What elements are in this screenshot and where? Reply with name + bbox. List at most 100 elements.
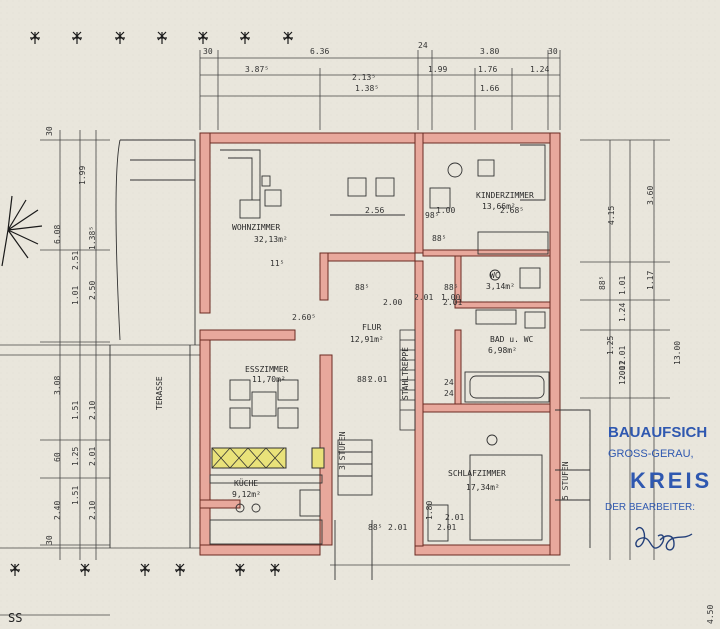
inner-13: 24 [444,389,454,398]
room-flur-area: 12,91m² [350,335,384,344]
inner-12: 24 [444,378,454,387]
top_row1-3: 3.80 [480,47,499,56]
inner-0: 2.56 [365,206,384,215]
left-14: 2.40 [53,501,62,520]
left-13: 1.51 [71,486,80,505]
left-5: 1.01 [71,286,80,305]
left-0: 30 [45,126,54,136]
left-8: 1.51 [71,401,80,420]
inner-17: 2.01 [388,523,407,532]
room-wc-area: 3,14m² [486,282,515,291]
inner-10: 88⁵ [357,375,371,384]
kitchen-counter [211,447,325,469]
top_row2-3: 1.76 [478,65,497,74]
room-flur-name: FLUR [362,323,381,332]
stamp-line2: GROSS-GERAU, [608,448,694,460]
room-terasse-name: TERASSE [155,376,164,410]
inner-4: 2.60⁵ [292,313,316,322]
stair-label: STAHLTREPPE [401,347,410,400]
right_misc-2: 1.80 [425,501,434,520]
inner-20: 2.01 [437,523,456,532]
right-1: 3.60 [646,186,655,205]
right-4: 1.17 [646,271,655,290]
inner-5: 88⁵ [355,283,369,292]
left-10: 60 [53,452,62,462]
right-8: 2.01 [618,346,627,365]
right_misc-3: 4.50 [706,605,715,624]
dims-right-misc: 3 STUFEN 5 STUFEN 1.80 4.50 [338,431,715,624]
top_row2-4: 1.24 [530,65,549,74]
signature [635,526,693,551]
right_misc-1: 5 STUFEN [561,461,570,500]
room-esszimmer-area: 11,70m² [252,375,286,384]
top_row1-0: 30 [203,47,213,56]
room-kinderzimmer-name: KINDERZIMMER [476,191,534,200]
right-7: 1.25 [606,336,615,355]
inner-16: 88⁵ [368,523,382,532]
dimension-lines [0,50,670,616]
top_row2-2: 1.99 [428,65,447,74]
inner-1: 1.00 [436,206,455,215]
inner-14: 11⁵ [270,259,284,268]
room-bad-name: BAD u. WC [490,335,534,344]
room-schlafzimmer-name: SCHLAFZIMMER [448,469,506,478]
right-10: 2.01 [618,361,627,380]
left-11: 1.25 [71,447,80,466]
right-6: 13.00 [673,341,682,365]
room-kueche-name: KÜCHE [234,478,258,488]
right_misc-0: 3 STUFEN [338,431,347,470]
room-bad-area: 6,98m² [488,346,517,355]
left-4: 1.38⁵ [88,226,97,250]
room-schlafzimmer-area: 17,34m² [466,483,500,492]
inner-6: 2.00 [383,298,402,307]
inner-2: 2.68⁵ [500,206,524,215]
inner-11: 2.01 [368,375,387,384]
top_row2-0: 3.87⁵ [245,65,269,74]
top_row1-1: 6.36 [310,47,329,56]
stamp-line3: KREIS [630,468,712,493]
dims-top-row3: 1.38⁵ 1.66 [355,84,499,93]
inner-7: 2.01 [414,293,433,302]
room-esszimmer-name: ESSZIMMER [245,365,289,374]
left-9: 2.10 [88,401,97,420]
inner-8: 88⁵ [444,283,458,292]
dims-top-row2: 3.87⁵ 2.13⁵ 1.99 1.76 1.24 [245,65,549,82]
left-6: 2.50 [88,281,97,300]
room-wc-name: WC [490,271,500,280]
left-2: 6.08 [53,225,62,244]
furniture [109,139,591,580]
bottom-left-label: SS [8,611,22,625]
top_row1-2: 24 [418,41,428,50]
inner-9: 2.01 [443,298,462,307]
stamp-line1: BAUAUFSICH [608,424,707,441]
right-3: 1.01 [618,276,627,295]
left-1: 1.99 [78,166,87,185]
top_row3-1: 1.66 [480,84,499,93]
top_row3-0: 1.38⁵ [355,84,379,93]
stamp-line4: DER BEARBEITER: [605,502,695,513]
room-kinderzimmer-area: 13,66m² [482,202,516,211]
inner-3: 88⁵ [432,234,446,243]
right-2: 88⁵ [598,276,607,290]
left-16: 30 [45,535,54,545]
right-5: 1.24 [618,303,627,322]
inner-19: 1.00 [441,293,460,302]
left-12: 2.01 [88,447,97,466]
authority-stamp: BAUAUFSICH GROSS-GERAU, KREIS DER BEARBE… [605,424,712,551]
left-3: 2.51 [71,251,80,270]
room-wohnzimmer-area: 32,13m² [254,235,288,244]
inner-15: 98⁵ [425,211,439,220]
room-kueche-area: 9,12m² [232,490,261,499]
inner-18: 2.01 [445,513,464,522]
stair [399,329,416,431]
top_row2-1: 2.13⁵ [352,73,376,82]
landscape-symbols [1,31,293,576]
walls [199,132,561,556]
right-0: 4.15 [607,206,616,225]
